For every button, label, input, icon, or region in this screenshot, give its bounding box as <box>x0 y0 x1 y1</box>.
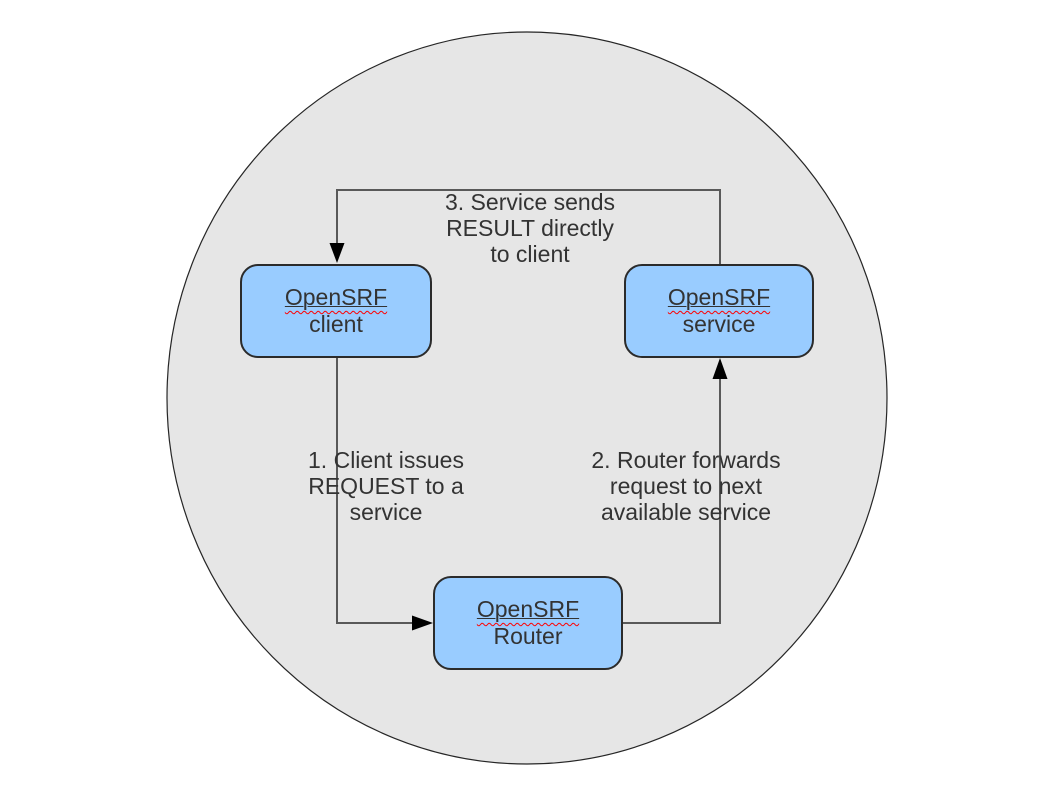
arrowhead-into-router <box>412 615 433 631</box>
node-router-title: OpenSRF <box>477 596 579 623</box>
node-client-subtitle: client <box>309 311 363 337</box>
annotation-step2: 2. Router forwards request to next avail… <box>591 447 781 525</box>
node-client-title: OpenSRF <box>285 284 387 311</box>
node-router-title-text: OpenSRF <box>476 596 580 622</box>
node-opensrf-router: OpenSRF Router <box>433 576 623 670</box>
connector-client-to-router <box>336 358 414 624</box>
node-opensrf-service: OpenSRF service <box>624 264 814 358</box>
node-service-title: OpenSRF <box>668 284 770 311</box>
annotation-step3: 3. Service sends RESULT directly to clie… <box>444 189 616 267</box>
connector-router-to-service <box>623 379 721 624</box>
annotation-step1: 1. Client issues REQUEST to a service <box>308 447 464 525</box>
system-boundary-ellipse <box>166 31 888 765</box>
arrowhead-into-service <box>712 358 728 379</box>
arrowhead-into-client <box>329 243 345 263</box>
node-router-subtitle: Router <box>493 623 563 649</box>
node-client-title-text: OpenSRF <box>284 284 388 310</box>
node-opensrf-client: OpenSRF client <box>240 264 432 358</box>
node-service-subtitle: service <box>682 311 756 337</box>
connector-service-to-client <box>336 189 721 264</box>
node-service-title-text: OpenSRF <box>667 284 771 310</box>
